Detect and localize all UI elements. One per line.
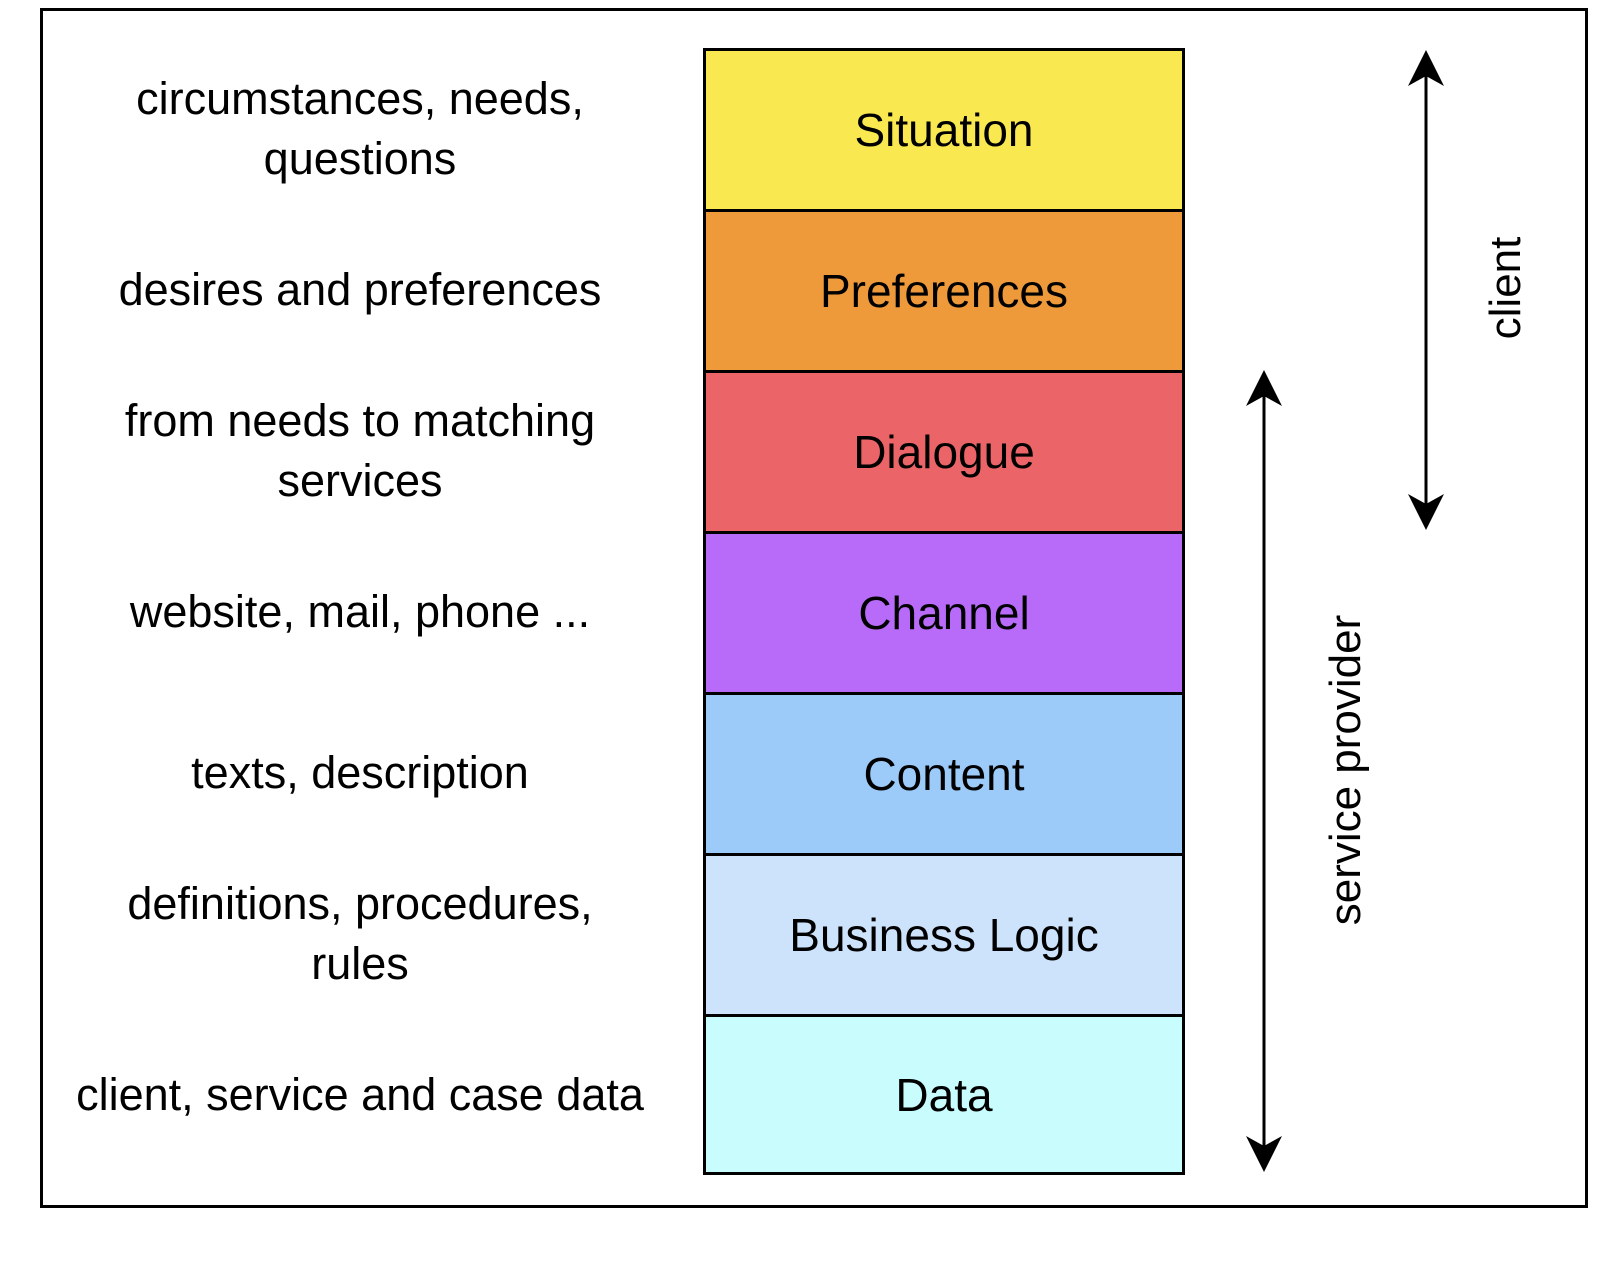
description-channel: website, mail, phone ...: [129, 585, 591, 637]
layer-channel: Channel: [706, 531, 1182, 692]
layer-business-logic: Business Logic: [706, 853, 1182, 1014]
layer-content: Content: [706, 692, 1182, 853]
client-label: client: [1481, 236, 1530, 340]
client-arrow: [1408, 50, 1444, 530]
layer-dialogue: Dialogue: [706, 370, 1182, 531]
description-business-logic: definitions, procedures, rules: [127, 877, 593, 989]
description-data: client, service and case data: [76, 1068, 644, 1120]
description-dialogue: from needs to matching services: [124, 394, 596, 506]
layer-situation: Situation: [706, 51, 1182, 209]
layer-data: Data: [706, 1014, 1182, 1172]
service-provider-label: service provider: [1321, 614, 1370, 926]
description-content: texts, description: [191, 746, 529, 798]
layer-stack: Situation Preferences Dialogue Channel C…: [703, 48, 1185, 1175]
service-provider-arrow: [1246, 370, 1282, 1172]
description-preferences: desires and preferences: [118, 263, 602, 315]
diagram-frame: [40, 8, 1588, 1208]
layer-preferences: Preferences: [706, 209, 1182, 370]
description-situation: circumstances, needs, questions: [136, 72, 584, 184]
description-column: circumstances, needs, questions desires …: [75, 48, 645, 1175]
